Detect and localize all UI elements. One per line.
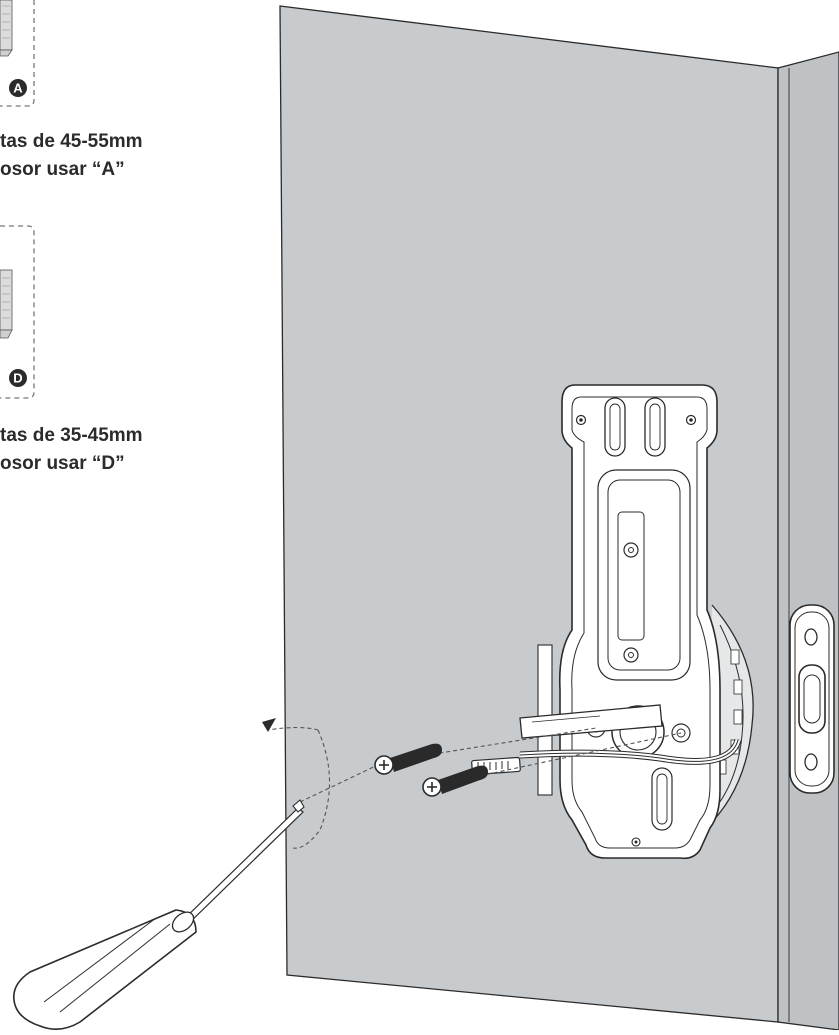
screwdriver-icon <box>13 799 305 1030</box>
screw-a-shank <box>0 0 13 51</box>
door <box>279 5 839 1031</box>
rotation-arrow-icon <box>262 718 276 732</box>
strike-plate <box>789 604 835 794</box>
tailpiece <box>519 704 663 739</box>
cable <box>471 738 742 776</box>
screw-option-a: A <box>0 0 35 107</box>
screw-d-caption-line1: tas de 35-45mm <box>0 425 143 446</box>
badge-d-label: D <box>13 371 22 386</box>
screw-d-caption-line2: osor usar “D” <box>0 452 125 474</box>
screw-a-caption: tas de 45-55mm osor usar “A” <box>0 128 143 183</box>
badge-a-icon <box>9 79 27 97</box>
screw-d-shank <box>0 269 13 331</box>
badge-d-icon <box>9 369 27 387</box>
screw-option-d: D <box>0 225 35 399</box>
screw-d-caption: tas de 35-45mm osor usar “D” <box>0 422 143 477</box>
screw-a-dashed-frame <box>0 0 35 107</box>
door-edge <box>777 51 839 1031</box>
screw-d-dashed-frame <box>0 225 35 399</box>
screw-a-caption-line2: osor usar “A” <box>0 158 125 180</box>
screw-icon <box>422 765 488 797</box>
mounting-plate <box>558 384 721 860</box>
screw-a-caption-line1: tas de 45-55mm <box>0 131 143 152</box>
badge-a-label: A <box>13 81 23 96</box>
screw-icon <box>374 743 442 775</box>
